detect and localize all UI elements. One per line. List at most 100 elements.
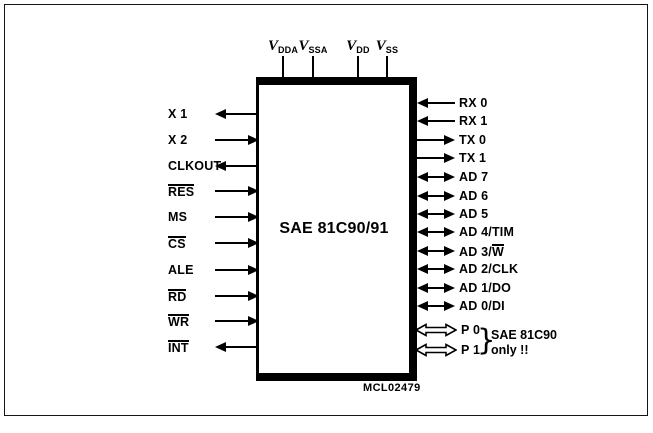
arrow-head-right-icon (248, 212, 259, 222)
pin-arrow-rx1 (417, 115, 455, 127)
pin-wire (215, 269, 251, 271)
port-bidirectional-arrow-icon (415, 323, 457, 337)
arrow-head-right-icon (248, 186, 259, 196)
overlined-text: CS (168, 236, 186, 251)
overlined-text: INT (168, 340, 189, 355)
pin-wire-vdd (357, 56, 359, 77)
overlined-text: RD (168, 289, 187, 304)
arrow-head-left-icon (215, 109, 226, 119)
pin-wire (417, 139, 447, 141)
pin-wire (425, 195, 447, 197)
pin-arrow-ad7 (417, 171, 455, 183)
plain-text: TX 0 (459, 133, 487, 147)
supply-subscript: DD (356, 45, 370, 55)
pin-label-vdd: VDD (346, 37, 369, 55)
plain-text: X 1 (168, 107, 188, 121)
pin-arrow-ad3-w (417, 245, 455, 257)
pin-wire (417, 157, 447, 159)
pin-arrow-rx0 (417, 97, 455, 109)
pin-wire (223, 165, 259, 167)
figure-code: MCL02479 (363, 382, 421, 394)
pin-wire (425, 250, 447, 252)
pin-arrow-ad0-di (417, 300, 455, 312)
plain-text: CLKOUT (168, 159, 222, 173)
pin-arrow-wr (215, 315, 259, 327)
pin-label-int: INT (168, 340, 189, 355)
pin-arrow-ad5 (417, 208, 455, 220)
arrow-head-right-icon (444, 264, 455, 274)
pin-wire (425, 231, 447, 233)
pin-wire-vssa (312, 56, 314, 77)
arrow-head-right-icon (444, 301, 455, 311)
pin-wire (425, 268, 447, 270)
pin-arrow-x2 (215, 134, 259, 146)
plain-text: RX 0 (459, 96, 488, 110)
pin-arrow-ad2-clk (417, 263, 455, 275)
pin-wire (215, 295, 251, 297)
arrow-head-right-icon (444, 172, 455, 182)
pin-label-tx1: TX 1 (459, 151, 486, 165)
pin-label-x1: X 1 (168, 107, 187, 121)
pin-label-cs: CS (168, 236, 186, 251)
pin-label-ad4-tim: AD 4/TIM (459, 225, 514, 239)
port-note-line1: SAE 81C90 (491, 328, 558, 342)
pin-label-vdda: VDDA (268, 37, 298, 55)
arrow-head-left-icon (417, 98, 428, 108)
plain-text: AD 0/DI (459, 299, 505, 313)
supply-subscript: SSA (308, 45, 328, 55)
pin-arrow-tx0 (417, 134, 455, 146)
pin-arrow-res (215, 185, 259, 197)
plain-text: MS (168, 210, 188, 224)
pin-wire (425, 213, 447, 215)
plain-text: AD 5 (459, 207, 489, 221)
chip-label: SAE 81C90/91 (279, 220, 389, 237)
chip-box: SAE 81C90/91 (256, 77, 417, 381)
pin-wire (215, 320, 251, 322)
arrow-head-right-icon (444, 246, 455, 256)
pin-label-res: RES (168, 184, 195, 199)
supply-letter: V (375, 38, 386, 54)
pin-wire (425, 120, 455, 122)
pin-label-p0: P 0 (461, 323, 480, 337)
plain-text: TX 1 (459, 151, 487, 165)
port-note: SAE 81C90 only !! (491, 328, 557, 358)
arrow-head-left-icon (417, 209, 428, 219)
pin-wire (425, 176, 447, 178)
pin-wire (215, 242, 251, 244)
arrow-head-right-icon (444, 153, 455, 163)
pin-label-wr: WR (168, 314, 190, 329)
plain-text: AD 3/ (459, 245, 492, 259)
port-note-line2: only !! (491, 343, 529, 357)
pin-arrow-tx1 (417, 152, 455, 164)
arrow-head-left-icon (417, 116, 428, 126)
arrow-head-right-icon (248, 238, 259, 248)
overlined-text: RES (168, 184, 195, 199)
supply-letter: V (346, 38, 357, 54)
plain-text: RX 1 (459, 114, 488, 128)
arrow-head-right-icon (248, 291, 259, 301)
pin-label-rx0: RX 0 (459, 96, 488, 110)
overlined-text: WR (168, 314, 190, 329)
pin-arrow-ale (215, 264, 259, 276)
pin-arrow-cs (215, 237, 259, 249)
pin-arrow-ad1-do (417, 282, 455, 294)
pin-wire (425, 102, 455, 104)
arrow-head-left-icon (215, 161, 226, 171)
pin-arrow-clkout (215, 160, 259, 172)
pin-wire (223, 346, 259, 348)
pin-label-rx1: RX 1 (459, 114, 488, 128)
plain-text: P 1 (461, 343, 481, 357)
arrow-head-left-icon (417, 191, 428, 201)
pin-wire-vss (386, 56, 388, 77)
pin-label-x2: X 2 (168, 133, 187, 147)
arrow-head-left-icon (417, 172, 428, 182)
plain-text: AD 7 (459, 170, 489, 184)
arrow-head-left-icon (417, 246, 428, 256)
pin-wire (215, 216, 251, 218)
plain-text: AD 4/TIM (459, 225, 515, 239)
arrow-head-left-icon (417, 283, 428, 293)
pin-arrow-ad6 (417, 190, 455, 202)
supply-letter: V (267, 38, 278, 54)
arrow-head-right-icon (444, 135, 455, 145)
